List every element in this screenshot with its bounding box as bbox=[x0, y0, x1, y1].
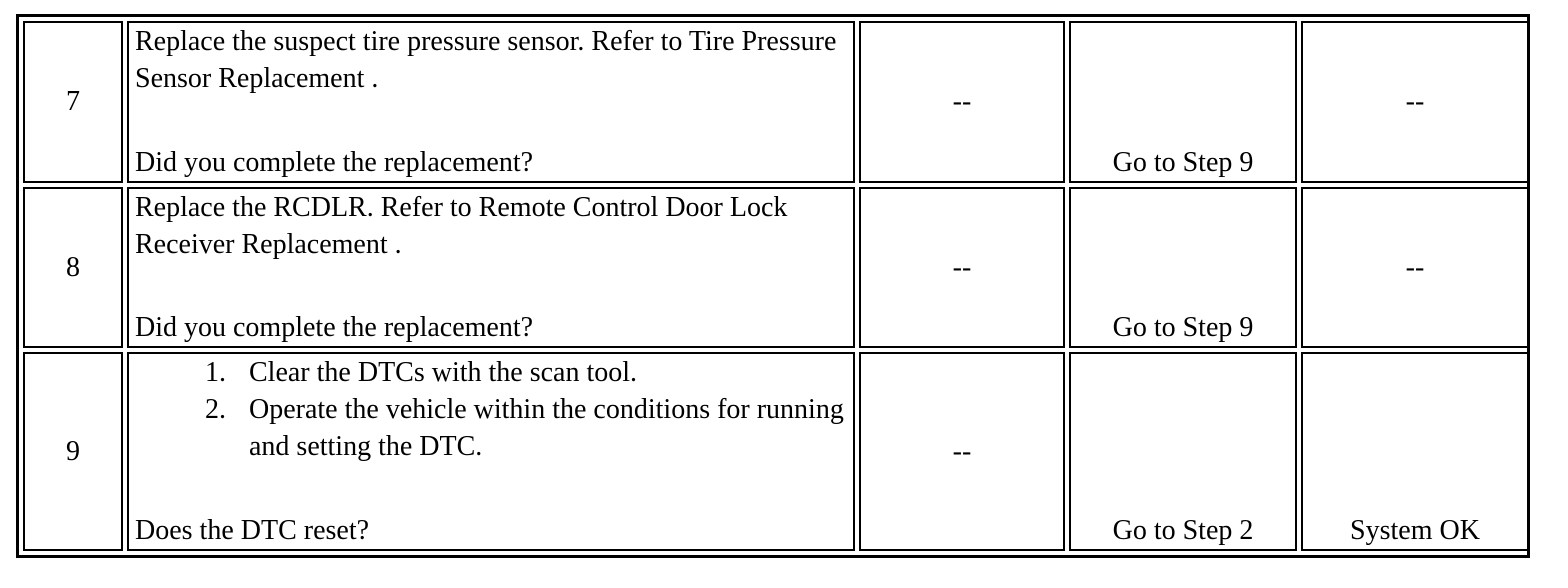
yes-cell: Go to Step 2 bbox=[1069, 352, 1297, 551]
no-cell: -- bbox=[1301, 186, 1529, 349]
list-item: Clear the DTCs with the scan tool. bbox=[233, 354, 847, 391]
table-row: 9 Clear the DTCs with the scan tool. Ope… bbox=[23, 352, 1529, 551]
no-cell: -- bbox=[1301, 21, 1529, 183]
value-cell: -- bbox=[859, 186, 1065, 349]
action-question: Does the DTC reset? bbox=[135, 515, 370, 546]
no-cell: System OK bbox=[1301, 352, 1529, 551]
action-question: Did you complete the replacement? bbox=[135, 312, 534, 344]
action-question: Did you complete the replacement? bbox=[135, 146, 534, 178]
yes-cell: Go to Step 9 bbox=[1069, 186, 1297, 349]
table-row: 8 Replace the RCDLR. Refer to Remote Con… bbox=[23, 186, 1529, 349]
diagnostic-steps-table: 7 Replace the suspect tire pressure sens… bbox=[19, 17, 1533, 555]
yes-cell: Go to Step 9 bbox=[1069, 21, 1297, 183]
action-text: Replace the suspect tire pressure sensor… bbox=[135, 26, 837, 94]
step-number: 7 bbox=[23, 21, 123, 183]
value-cell: -- bbox=[859, 21, 1065, 183]
step-action: Replace the suspect tire pressure sensor… bbox=[127, 21, 855, 183]
action-text: Replace the RCDLR. Refer to Remote Contr… bbox=[135, 191, 788, 260]
instruction-list: Clear the DTCs with the scan tool. Opera… bbox=[135, 354, 847, 465]
step-number: 9 bbox=[23, 352, 123, 551]
step-number: 8 bbox=[23, 186, 123, 349]
list-item: Operate the vehicle within the condition… bbox=[233, 391, 847, 465]
diagnostic-table-frame: 7 Replace the suspect tire pressure sens… bbox=[16, 14, 1530, 558]
step-action: Clear the DTCs with the scan tool. Opera… bbox=[127, 352, 855, 551]
table-row: 7 Replace the suspect tire pressure sens… bbox=[23, 21, 1529, 183]
step-action: Replace the RCDLR. Refer to Remote Contr… bbox=[127, 186, 855, 349]
value-cell: -- bbox=[859, 352, 1065, 551]
